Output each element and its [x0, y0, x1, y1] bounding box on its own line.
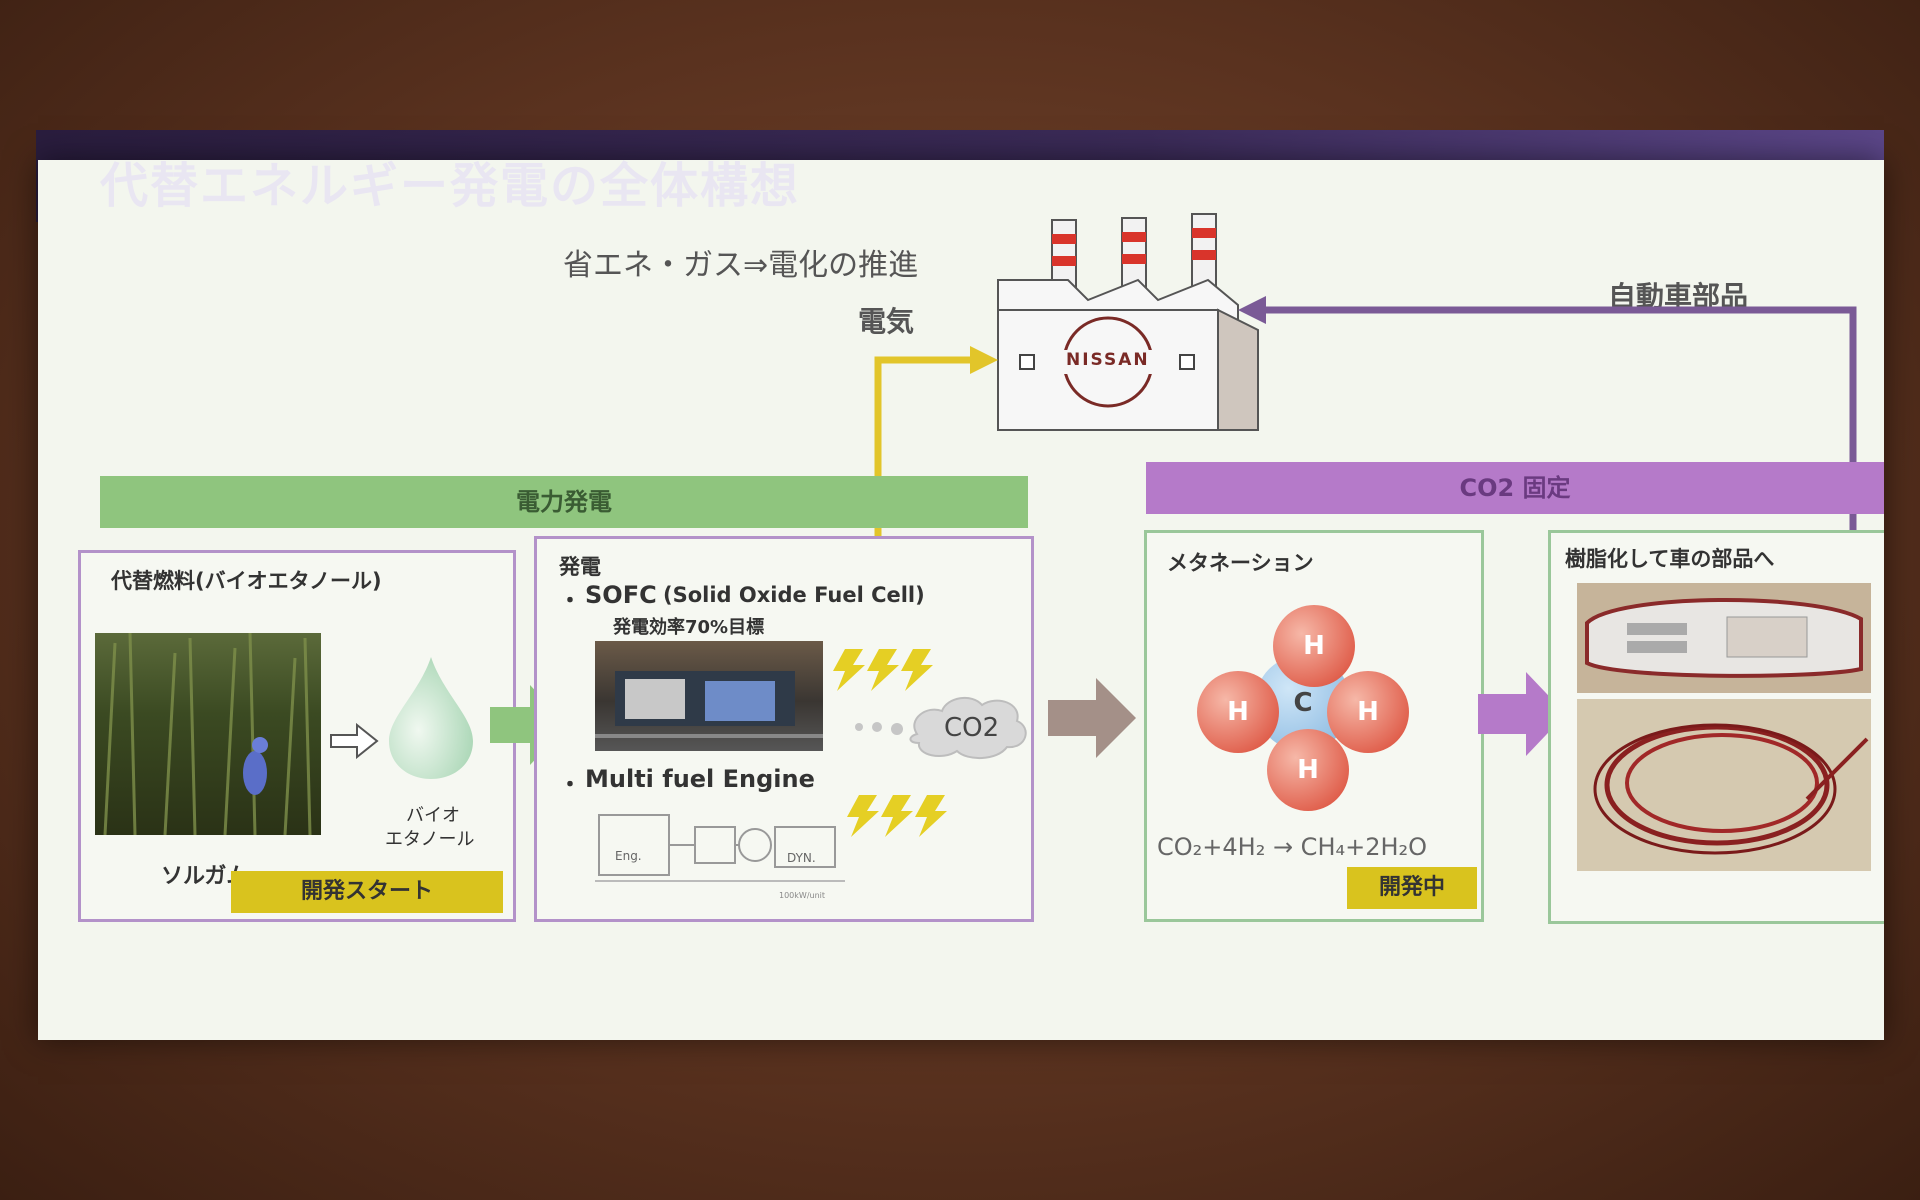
hollow-arrow-icon: [330, 723, 379, 759]
sofc-paren: (Solid Oxide Fuel Cell): [663, 583, 925, 607]
electricity-label: 電気: [858, 305, 915, 338]
power-panel: 発電 ・ SOFC (Solid Oxide Fuel Cell) 発電効率70…: [534, 536, 1034, 922]
lightning-icon: [833, 649, 933, 691]
power-band: 電力発電: [100, 476, 1028, 528]
hydrogen-atom-top: H: [1273, 605, 1355, 687]
methanation-equation: CO₂+4H₂ → CH₄+2H₂O: [1157, 833, 1428, 861]
fuel-panel-title: 代替燃料(バイオエタノール): [111, 569, 382, 593]
power-panel-title: 発電: [559, 555, 601, 579]
engine-dyn-label: DYN.: [787, 851, 816, 865]
engine-eng-label: Eng.: [615, 849, 642, 863]
co2-cloud-text: CO2: [944, 713, 1000, 743]
fuel-panel: 代替燃料(バイオエタノール): [78, 550, 516, 922]
cable-photo: [1577, 699, 1871, 871]
fuel-badge: 開発スタート: [231, 871, 503, 913]
co2-cloud-icon: [855, 696, 1027, 759]
engine-diagram: [595, 814, 845, 882]
sofc-bullet: ・: [559, 589, 582, 614]
engine-bullet: ・: [559, 773, 582, 798]
methanation-panel: メタネーション C H H H H CO₂+4H₂ → CH₄+2H₂O 開発中: [1144, 530, 1484, 922]
sofc-efficiency: 発電効率70%目標: [613, 617, 765, 638]
factory-logo: NISSAN: [1066, 350, 1150, 370]
drop-label-line2: エタノール: [385, 829, 475, 850]
slide: NISSAN 省エネ・ガス⇒電化の推進 電気 自動車部品 電力発電 CO2 固定…: [38, 160, 1884, 1040]
electrification-text: 省エネ・ガス⇒電化の推進: [563, 248, 919, 283]
sofc-title: SOFC: [585, 581, 657, 609]
drop-label-line1: バイオ: [406, 805, 460, 826]
bumper-photo: [1577, 583, 1871, 693]
engine-capacity-label: 100kW/unit: [779, 891, 826, 900]
methanation-badge: 開発中: [1347, 867, 1477, 909]
hydrogen-atom-left: H: [1197, 671, 1279, 753]
hydrogen-atom-bottom: H: [1267, 729, 1349, 811]
page-title: 代替エネルギー発電の全体構想: [100, 158, 801, 214]
engine-title: Multi fuel Engine: [585, 765, 815, 793]
sorghum-photo: [95, 633, 321, 835]
co2-arrow: [1048, 678, 1136, 758]
ethanol-drop-icon: [389, 657, 473, 779]
sofc-photo: [595, 641, 823, 751]
lightning-icon-2: [847, 795, 947, 837]
co2-band: CO2 固定: [1146, 462, 1884, 514]
methanation-title: メタネーション: [1167, 551, 1314, 575]
factory-illustration: NISSAN: [968, 210, 1268, 450]
resin-panel-title: 樹脂化して車の部品へ: [1565, 547, 1775, 571]
resin-panel: 樹脂化して車の部品へ: [1548, 530, 1884, 924]
resin-arrow: [1478, 672, 1566, 756]
hydrogen-atom-right: H: [1327, 671, 1409, 753]
